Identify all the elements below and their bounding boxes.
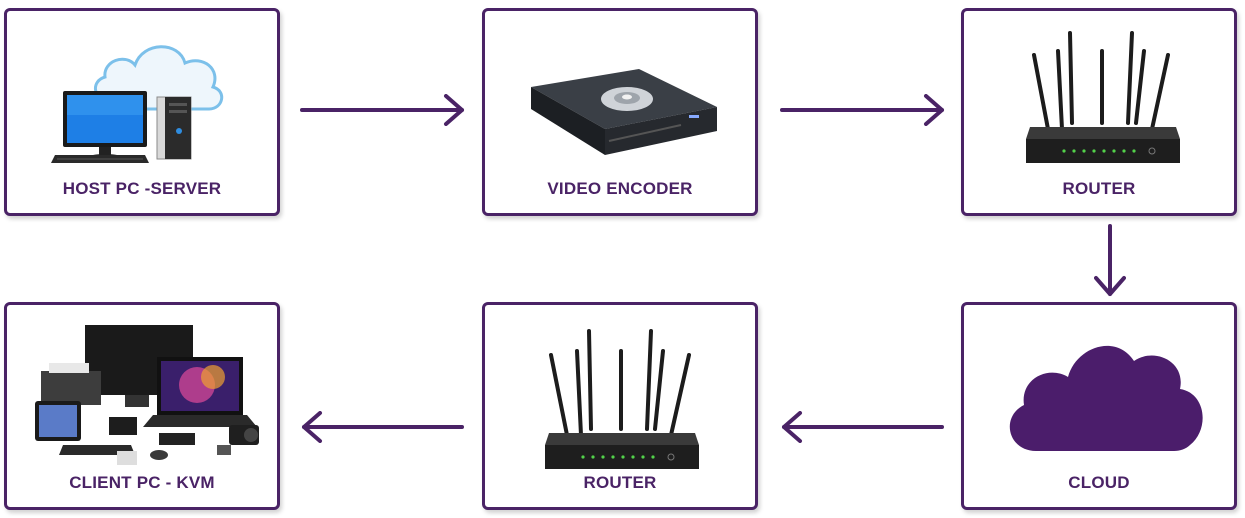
desktop-pc-cloud-icon [51,45,224,163]
arrow-left-icon [782,411,944,443]
node-label: VIDEO ENCODER [547,179,693,198]
node-router-2: ROUTER [482,302,758,510]
router-antennas-icon [545,329,699,469]
node-label: ROUTER [583,473,657,492]
arrow-left-icon [302,411,464,443]
node-cloud: CLOUD [961,302,1237,510]
node-client-pc-kvm: CLIENT PC - KVM [4,302,280,510]
node-label: CLIENT PC - KVM [69,473,215,492]
video-encoder-device-icon [531,69,717,155]
arrow-right-icon [780,94,944,126]
node-label: HOST PC -SERVER [62,179,222,198]
client-devices-group-icon [35,325,259,465]
router-antennas-icon [1026,31,1180,163]
node-video-encoder: VIDEO ENCODER [482,8,758,216]
arrow-down-icon [1094,224,1126,296]
cloud-shape-icon [1009,345,1203,451]
node-router-1: ROUTER [961,8,1237,216]
node-host-pc-server: HOST PC -SERVER [4,8,280,216]
node-label: ROUTER [1062,179,1136,198]
arrow-right-icon [300,94,464,126]
node-label: CLOUD [1068,473,1130,492]
